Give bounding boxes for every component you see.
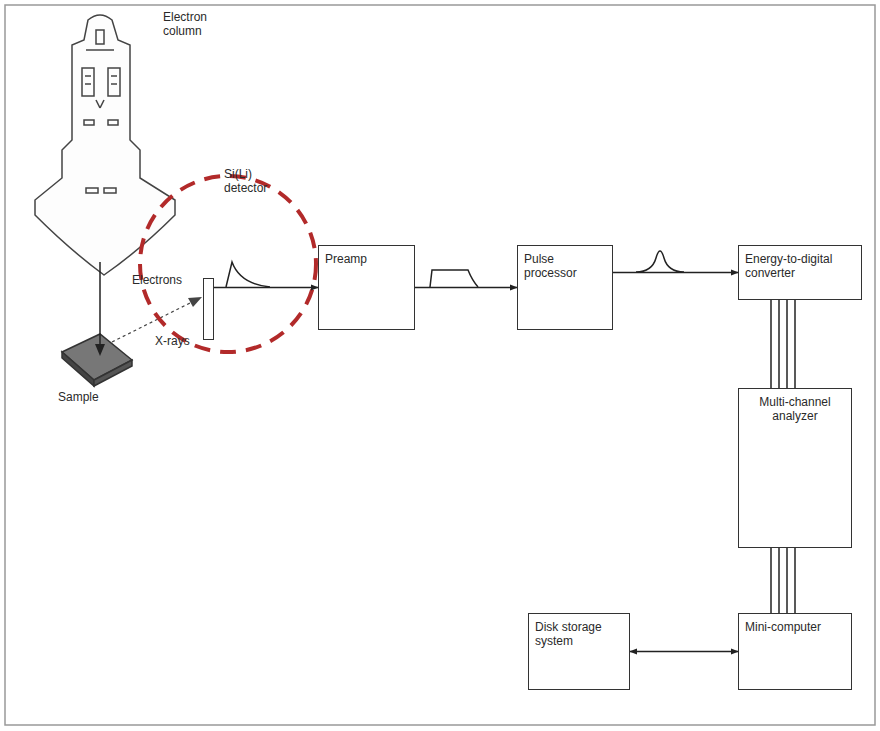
process-box: Pulse processor (517, 245, 613, 330)
process-box: Energy-to-digital converter (738, 245, 862, 300)
beam-label: Electrons (132, 273, 202, 287)
sample-label: Sample (58, 390, 118, 404)
connector (630, 651, 738, 652)
connector-line (770, 300, 772, 388)
frame (5, 5, 875, 725)
box-label: Si(Li) detector (224, 167, 294, 195)
box-label: Disk storage system (529, 614, 629, 654)
electron-beam (95, 262, 105, 356)
connector-line (778, 548, 780, 613)
sample (62, 334, 132, 386)
connector-line (613, 272, 738, 274)
box-label: Multi-channel analyzer (739, 389, 851, 429)
connector-line (770, 548, 772, 613)
column-label: Electron column (163, 10, 223, 38)
connector-line (794, 548, 796, 613)
box-label: Pulse processor (518, 246, 612, 286)
connector (613, 272, 738, 273)
connector (415, 287, 517, 288)
gaussian-pulse (636, 251, 684, 272)
box-label: Mini-computer (739, 614, 851, 640)
connector-line (630, 651, 738, 653)
connector-line (786, 548, 788, 613)
process-box: Multi-channel analyzer (738, 388, 852, 548)
ray-label: X-rays (155, 334, 205, 348)
storage-box: Disk storage system (528, 613, 630, 690)
connector-line (794, 300, 796, 388)
box-label: Energy-to-digital converter (739, 246, 861, 286)
connector (771, 548, 795, 613)
highlight-circle (140, 176, 316, 352)
process-box: Preamp (318, 245, 415, 330)
detector: Si(Li) detector (203, 278, 214, 340)
box-label: Preamp (319, 246, 414, 272)
process-box: Mini-computer (738, 613, 852, 690)
detector-pulse (226, 262, 270, 287)
electron-column (35, 15, 175, 275)
connector-line (778, 300, 780, 388)
connector (771, 300, 795, 388)
connector-line (786, 300, 788, 388)
step-pulse (430, 270, 478, 287)
